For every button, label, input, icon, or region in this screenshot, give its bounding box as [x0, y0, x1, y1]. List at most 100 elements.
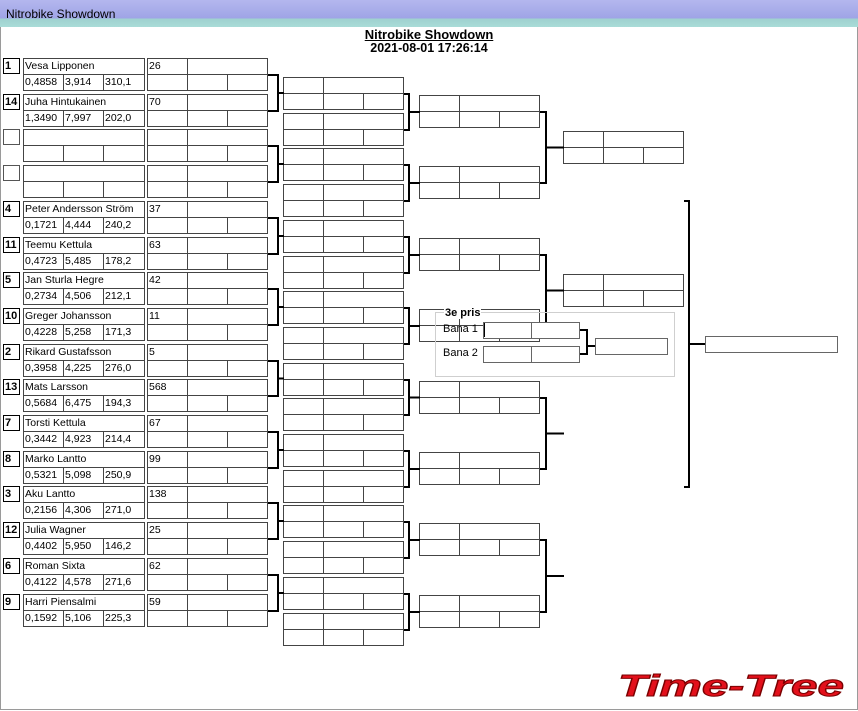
trap-speed: 194,3 [103, 395, 145, 412]
seed-number: 6 [3, 558, 20, 574]
third-place-winner-box[interactable] [595, 338, 668, 355]
trap-speed: 271,6 [103, 574, 145, 591]
result-cell[interactable] [227, 181, 268, 198]
round2-cell[interactable] [363, 593, 404, 610]
result-cell[interactable] [227, 538, 268, 555]
result-cell[interactable] [227, 288, 268, 305]
result-cell[interactable] [227, 610, 268, 627]
window-title: Nitrobike Showdown [6, 7, 116, 21]
trap-speed: 178,2 [103, 253, 145, 270]
reaction-time: 0,1721 [23, 217, 64, 234]
round2-cell[interactable] [363, 450, 404, 467]
reaction-time: 0,4228 [23, 324, 64, 341]
seed-number: 4 [3, 201, 20, 217]
round3-cell[interactable] [499, 611, 540, 628]
third-place-panel [435, 312, 675, 377]
third-place-title: 3e pris [444, 307, 482, 319]
text-cursor [484, 323, 485, 337]
lane-1-result[interactable] [531, 322, 580, 339]
lane-1-input[interactable] [483, 322, 532, 339]
result-cell[interactable] [227, 110, 268, 127]
seed-number: 3 [3, 486, 20, 502]
logo-text: Time-Tree [618, 668, 844, 702]
result-cell[interactable] [227, 360, 268, 377]
trap-speed: 146,2 [103, 538, 145, 555]
reaction-time: 1,3490 [23, 110, 64, 127]
round2-cell[interactable] [363, 414, 404, 431]
lane-2-input[interactable] [483, 346, 532, 363]
time-tree-logo: Time-Tree [618, 668, 845, 702]
seed-number: 7 [3, 415, 20, 431]
round2-cell[interactable] [363, 557, 404, 574]
lane-2-label: Bana 2 [443, 347, 478, 359]
trap-speed: 250,9 [103, 467, 145, 484]
elapsed-time: 5,106 [63, 610, 104, 627]
elapsed-time: 5,098 [63, 467, 104, 484]
round3-cell[interactable] [499, 254, 540, 271]
trap-speed: 271,0 [103, 502, 145, 519]
rider-name[interactable]: Aku Lantto [23, 486, 145, 503]
trap-speed [103, 181, 145, 198]
round2-cell[interactable] [363, 164, 404, 181]
seed-number: 8 [3, 451, 20, 467]
elapsed-time: 5,258 [63, 324, 104, 341]
window-titlebar: Nitrobike Showdown [0, 0, 858, 27]
seed-number [3, 165, 20, 181]
event-title: Nitrobike Showdown [364, 27, 494, 42]
round3-cell[interactable] [499, 111, 540, 128]
seed-number: 5 [3, 272, 20, 288]
reaction-time: 0,4402 [23, 538, 64, 555]
elapsed-time: 4,306 [63, 502, 104, 519]
round3-cell[interactable] [499, 539, 540, 556]
result-cell[interactable] [227, 324, 268, 341]
reaction-time: 0,3442 [23, 431, 64, 448]
result-cell[interactable] [227, 431, 268, 448]
round3-cell[interactable] [499, 397, 540, 414]
champion-box[interactable] [705, 336, 838, 353]
seed-number: 13 [3, 379, 20, 395]
result-cell[interactable] [227, 217, 268, 234]
elapsed-time: 3,914 [63, 74, 104, 91]
round3-cell[interactable] [499, 468, 540, 485]
result-cell[interactable] [227, 574, 268, 591]
event-datetime: 2021-08-01 17:26:14 [370, 41, 488, 55]
result-cell[interactable] [227, 253, 268, 270]
round2-cell[interactable] [363, 379, 404, 396]
reaction-time: 0,5684 [23, 395, 64, 412]
round2-cell[interactable] [363, 343, 404, 360]
reaction-time: 0,4122 [23, 574, 64, 591]
result-cell[interactable] [227, 502, 268, 519]
round2-cell[interactable] [363, 272, 404, 289]
round2-cell[interactable] [363, 486, 404, 503]
round2-cell[interactable] [363, 629, 404, 646]
result-cell[interactable] [227, 467, 268, 484]
trap-speed: 202,0 [103, 110, 145, 127]
seed-number: 2 [3, 344, 20, 360]
trap-speed: 225,3 [103, 610, 145, 627]
seed-number: 14 [3, 94, 20, 110]
trap-speed: 310,1 [103, 74, 145, 91]
lane-2-result[interactable] [531, 346, 580, 363]
lane-1-label: Bana 1 [443, 323, 478, 335]
reaction-time: 0,4723 [23, 253, 64, 270]
trap-speed: 212,1 [103, 288, 145, 305]
result-cell[interactable] [227, 74, 268, 91]
semifinal-cell[interactable] [643, 290, 684, 307]
round3-cell[interactable] [499, 182, 540, 199]
rider-name[interactable]: Vesa Lipponen [23, 58, 145, 75]
elapsed-time: 4,578 [63, 574, 104, 591]
round2-cell[interactable] [363, 200, 404, 217]
round2-cell[interactable] [363, 307, 404, 324]
reaction-time: 0,5321 [23, 467, 64, 484]
round2-cell[interactable] [363, 521, 404, 538]
trap-speed [103, 145, 145, 162]
round2-cell[interactable] [363, 129, 404, 146]
result-cell[interactable] [227, 145, 268, 162]
semifinal-cell[interactable] [643, 147, 684, 164]
result-cell[interactable] [227, 395, 268, 412]
reaction-time: 0,2734 [23, 288, 64, 305]
round2-cell[interactable] [363, 236, 404, 253]
round2-cell[interactable] [363, 93, 404, 110]
reaction-time: 0,3958 [23, 360, 64, 377]
